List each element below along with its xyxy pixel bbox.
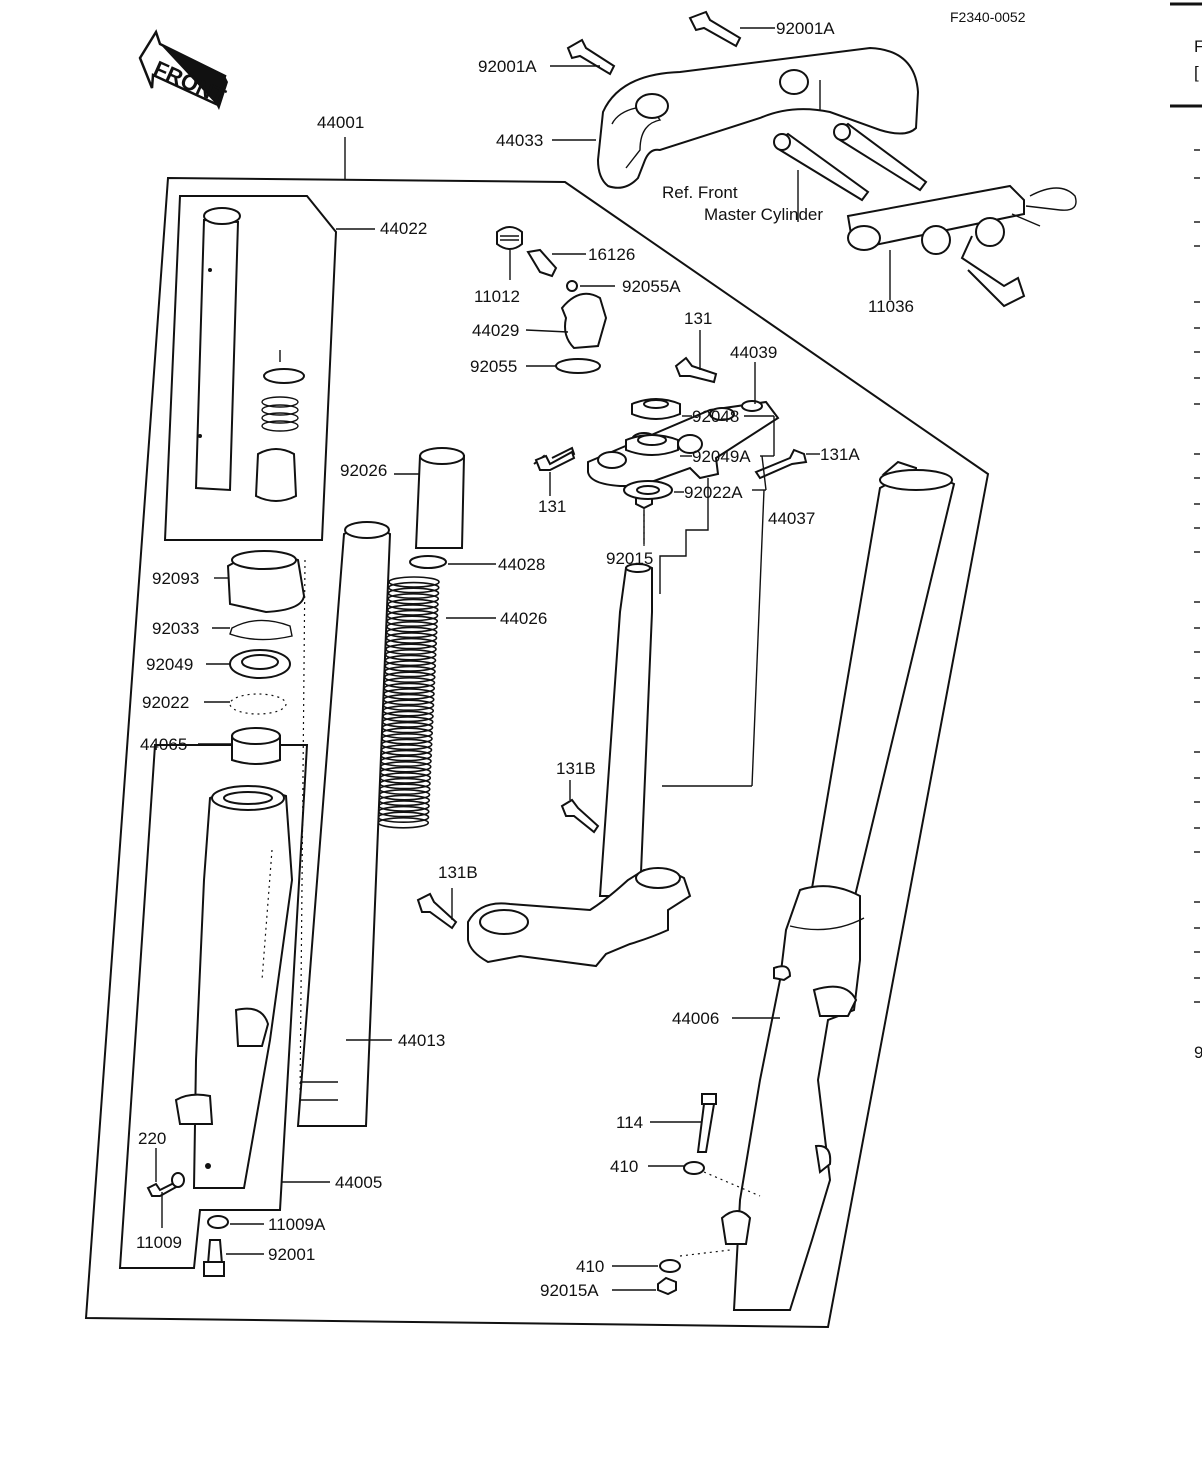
screw-92001A-left: [550, 38, 616, 76]
inner-tube-44013: [296, 521, 392, 1127]
callout-92048: 92048: [692, 407, 739, 426]
callout-92093: 92093: [152, 569, 199, 588]
callout-92001: 92001: [268, 1245, 315, 1264]
callout-44029: 44029: [472, 321, 519, 340]
bolt-131B-top: [560, 780, 600, 834]
page-edge-marks: F [ 9: [1170, 2, 1202, 1062]
figure-code: F2340-0052: [950, 9, 1026, 25]
bolt-131B-low: [416, 888, 458, 930]
upper-bracket-44039: [587, 400, 780, 487]
fork-assembly-outline: [84, 176, 990, 1329]
washer-410-top: [648, 1161, 761, 1197]
nut-92015A: [612, 1276, 677, 1296]
edge-fragment-f: F: [1194, 37, 1202, 56]
screw-92001A-top: [688, 10, 775, 48]
callout-44039: 44039: [730, 343, 777, 362]
washer-410-low: [612, 1249, 731, 1273]
inner-tube-subassembly-outline: [163, 195, 338, 541]
callout-11009: 11009: [136, 1233, 182, 1252]
callout-131-top: 131: [684, 309, 712, 328]
callout-44006: 44006: [672, 1009, 719, 1028]
right-fork-assembly-44006: [720, 460, 956, 1311]
callout-92055A: 92055A: [622, 277, 681, 296]
callout-131B-top: 131B: [556, 759, 596, 778]
bolt-220: [146, 1148, 185, 1228]
clip-92033: [212, 619, 293, 641]
callout-44037: 44037: [768, 509, 815, 528]
callout-410-top: 410: [610, 1157, 638, 1176]
guide-bushing-44065: [198, 727, 281, 765]
callout-44022: 44022: [380, 219, 427, 238]
bolt-131A: [754, 448, 820, 480]
callout-92001A-top: 92001A: [776, 19, 835, 38]
callout-131-mid: 131: [538, 497, 566, 516]
reference-note-line2: Master Cylinder: [704, 205, 823, 224]
washer-92022: [204, 693, 287, 715]
callout-44013: 44013: [398, 1031, 445, 1050]
callout-131A: 131A: [820, 445, 860, 464]
callout-92049: 92049: [146, 655, 193, 674]
outer-tube-left: [174, 785, 294, 1189]
bolt-114: [650, 1093, 717, 1153]
callout-92001A-left: 92001A: [478, 57, 537, 76]
air-valve-parts: [496, 226, 615, 374]
callout-92026: 92026: [340, 461, 387, 480]
edge-fragment-nine: 9: [1194, 1043, 1202, 1062]
callout-92022A: 92022A: [684, 483, 743, 502]
bolt-92001: [203, 1239, 264, 1277]
reference-note-line1: Ref. Front: [662, 183, 738, 202]
callout-11012: 11012: [474, 287, 520, 306]
callout-92055: 92055: [470, 357, 517, 376]
stem-nut-92048: [631, 398, 692, 420]
outer-tube-subassembly-outline: [118, 744, 309, 1269]
washer-44028: [409, 555, 496, 569]
callout-92033: 92033: [152, 619, 199, 638]
dust-seal-92093: [214, 550, 306, 614]
rebound-spring: [254, 350, 305, 502]
washer-11009A: [207, 1215, 264, 1229]
spacer-92026: [394, 447, 466, 549]
stem-bracket-lines: [662, 415, 775, 787]
callout-44065: 44065: [140, 735, 187, 754]
callout-44026: 44026: [500, 609, 547, 628]
handle-bracket-44033: [596, 46, 920, 189]
steering-stem-lower-bracket: [467, 563, 692, 968]
oil-seal-92049: [206, 649, 291, 679]
callout-44028: 44028: [498, 555, 545, 574]
bearing-92022A: [623, 480, 684, 500]
callout-11036: 11036: [868, 297, 914, 316]
callout-220: 220: [138, 1129, 166, 1148]
callout-92015A: 92015A: [540, 1281, 599, 1300]
callout-16126: 16126: [588, 245, 635, 264]
callout-11009A: 11009A: [268, 1215, 326, 1234]
bolt-131-top: [674, 330, 718, 384]
damper-rod: [194, 207, 241, 492]
callout-44033: 44033: [496, 131, 543, 150]
callout-131B-low: 131B: [438, 863, 478, 882]
callout-92022: 92022: [142, 693, 189, 712]
master-cylinder-clamp-11036: [846, 184, 1077, 308]
bolt-131-mid: [533, 446, 576, 496]
clamp-bolts: [773, 122, 928, 202]
callout-410-low: 410: [576, 1257, 604, 1276]
callout-114: 114: [616, 1113, 643, 1132]
dust-seal-92049A: [625, 434, 692, 457]
callout-44005: 44005: [335, 1173, 382, 1192]
callout-44001: 44001: [317, 113, 364, 132]
edge-fragment-bracket: [: [1194, 63, 1199, 82]
callout-92049A: 92049A: [692, 447, 751, 466]
front-direction-arrow: FRONT: [138, 29, 230, 110]
